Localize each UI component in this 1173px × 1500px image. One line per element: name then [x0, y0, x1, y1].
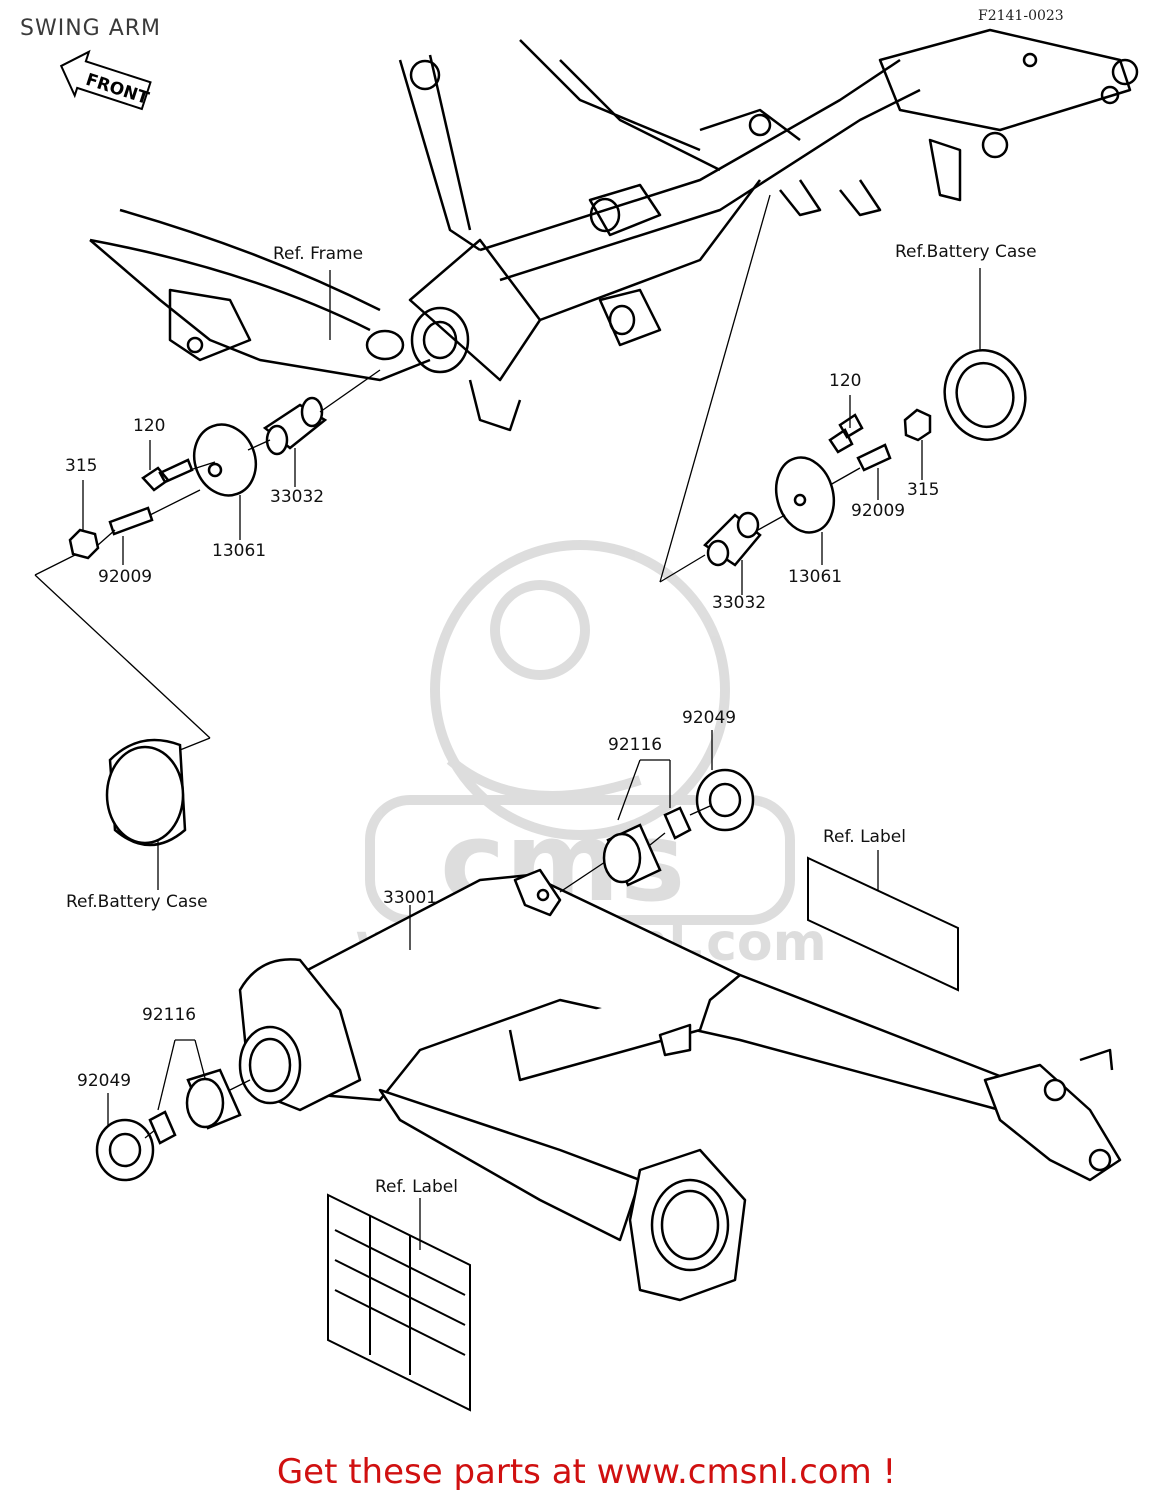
part-13061-right: 13061	[788, 567, 843, 587]
part-92049-right: 92049	[682, 708, 737, 728]
bolt-120-right	[828, 413, 864, 454]
part-92116-right: 92116	[608, 735, 663, 755]
part-33032-right: 33032	[712, 593, 767, 613]
callout-ref-label-right: Ref. Label	[823, 827, 906, 847]
swing-arm-body	[238, 868, 1122, 1302]
swing-arm-bearings	[95, 768, 755, 1182]
battery-case-left	[105, 738, 187, 847]
frame-drawing	[89, 28, 1139, 432]
screw-92009-right	[856, 443, 892, 472]
part-92009-left: 92009	[98, 567, 153, 587]
footer-cta[interactable]: Get these parts at www.cmsnl.com !	[0, 1452, 1173, 1492]
callout-ref-label-bottom: Ref. Label	[375, 1177, 458, 1197]
part-33032-left: 33032	[270, 487, 325, 507]
diagram-code: F2141-0023	[978, 8, 1064, 24]
part-315-left: 315	[65, 456, 98, 476]
left-mount-hardware	[68, 396, 328, 560]
ref-label-bottom-sticker	[327, 1193, 471, 1412]
callout-ref-frame: Ref. Frame	[273, 244, 364, 264]
screw-92009-left	[108, 506, 154, 536]
ref-label-right-sticker	[807, 856, 959, 992]
front-arrow: FRONT	[59, 49, 152, 111]
part-92116-left: 92116	[142, 1005, 197, 1025]
callout-ref-battery-case-top: Ref.Battery Case	[895, 242, 1037, 262]
part-120-left: 120	[133, 416, 166, 436]
right-mount-leader-lines	[659, 194, 981, 595]
plate-13061-right	[774, 456, 836, 534]
part-13061-left: 13061	[212, 541, 267, 561]
spacer-left	[148, 1110, 177, 1145]
right-mount-hardware	[703, 349, 1027, 567]
part-33001: 33001	[383, 888, 438, 908]
footer-cta-link[interactable]: Get these parts at www.cmsnl.com !	[276, 1452, 897, 1492]
part-120-right: 120	[829, 371, 862, 391]
spacer-right	[663, 806, 692, 840]
part-315-right: 315	[907, 480, 940, 500]
diagram-title: SWING ARM	[20, 16, 162, 41]
swing-arm-leader-lines	[107, 730, 713, 1139]
callout-ref-battery-case-left: Ref.Battery Case	[66, 892, 208, 912]
part-92009-right: 92009	[851, 501, 906, 521]
nut-315-left	[68, 528, 100, 560]
nut-315-right	[903, 408, 932, 442]
part-92049-left: 92049	[77, 1071, 132, 1091]
left-mount-leader-lines	[34, 270, 381, 751]
plate-13061-left	[192, 423, 258, 497]
